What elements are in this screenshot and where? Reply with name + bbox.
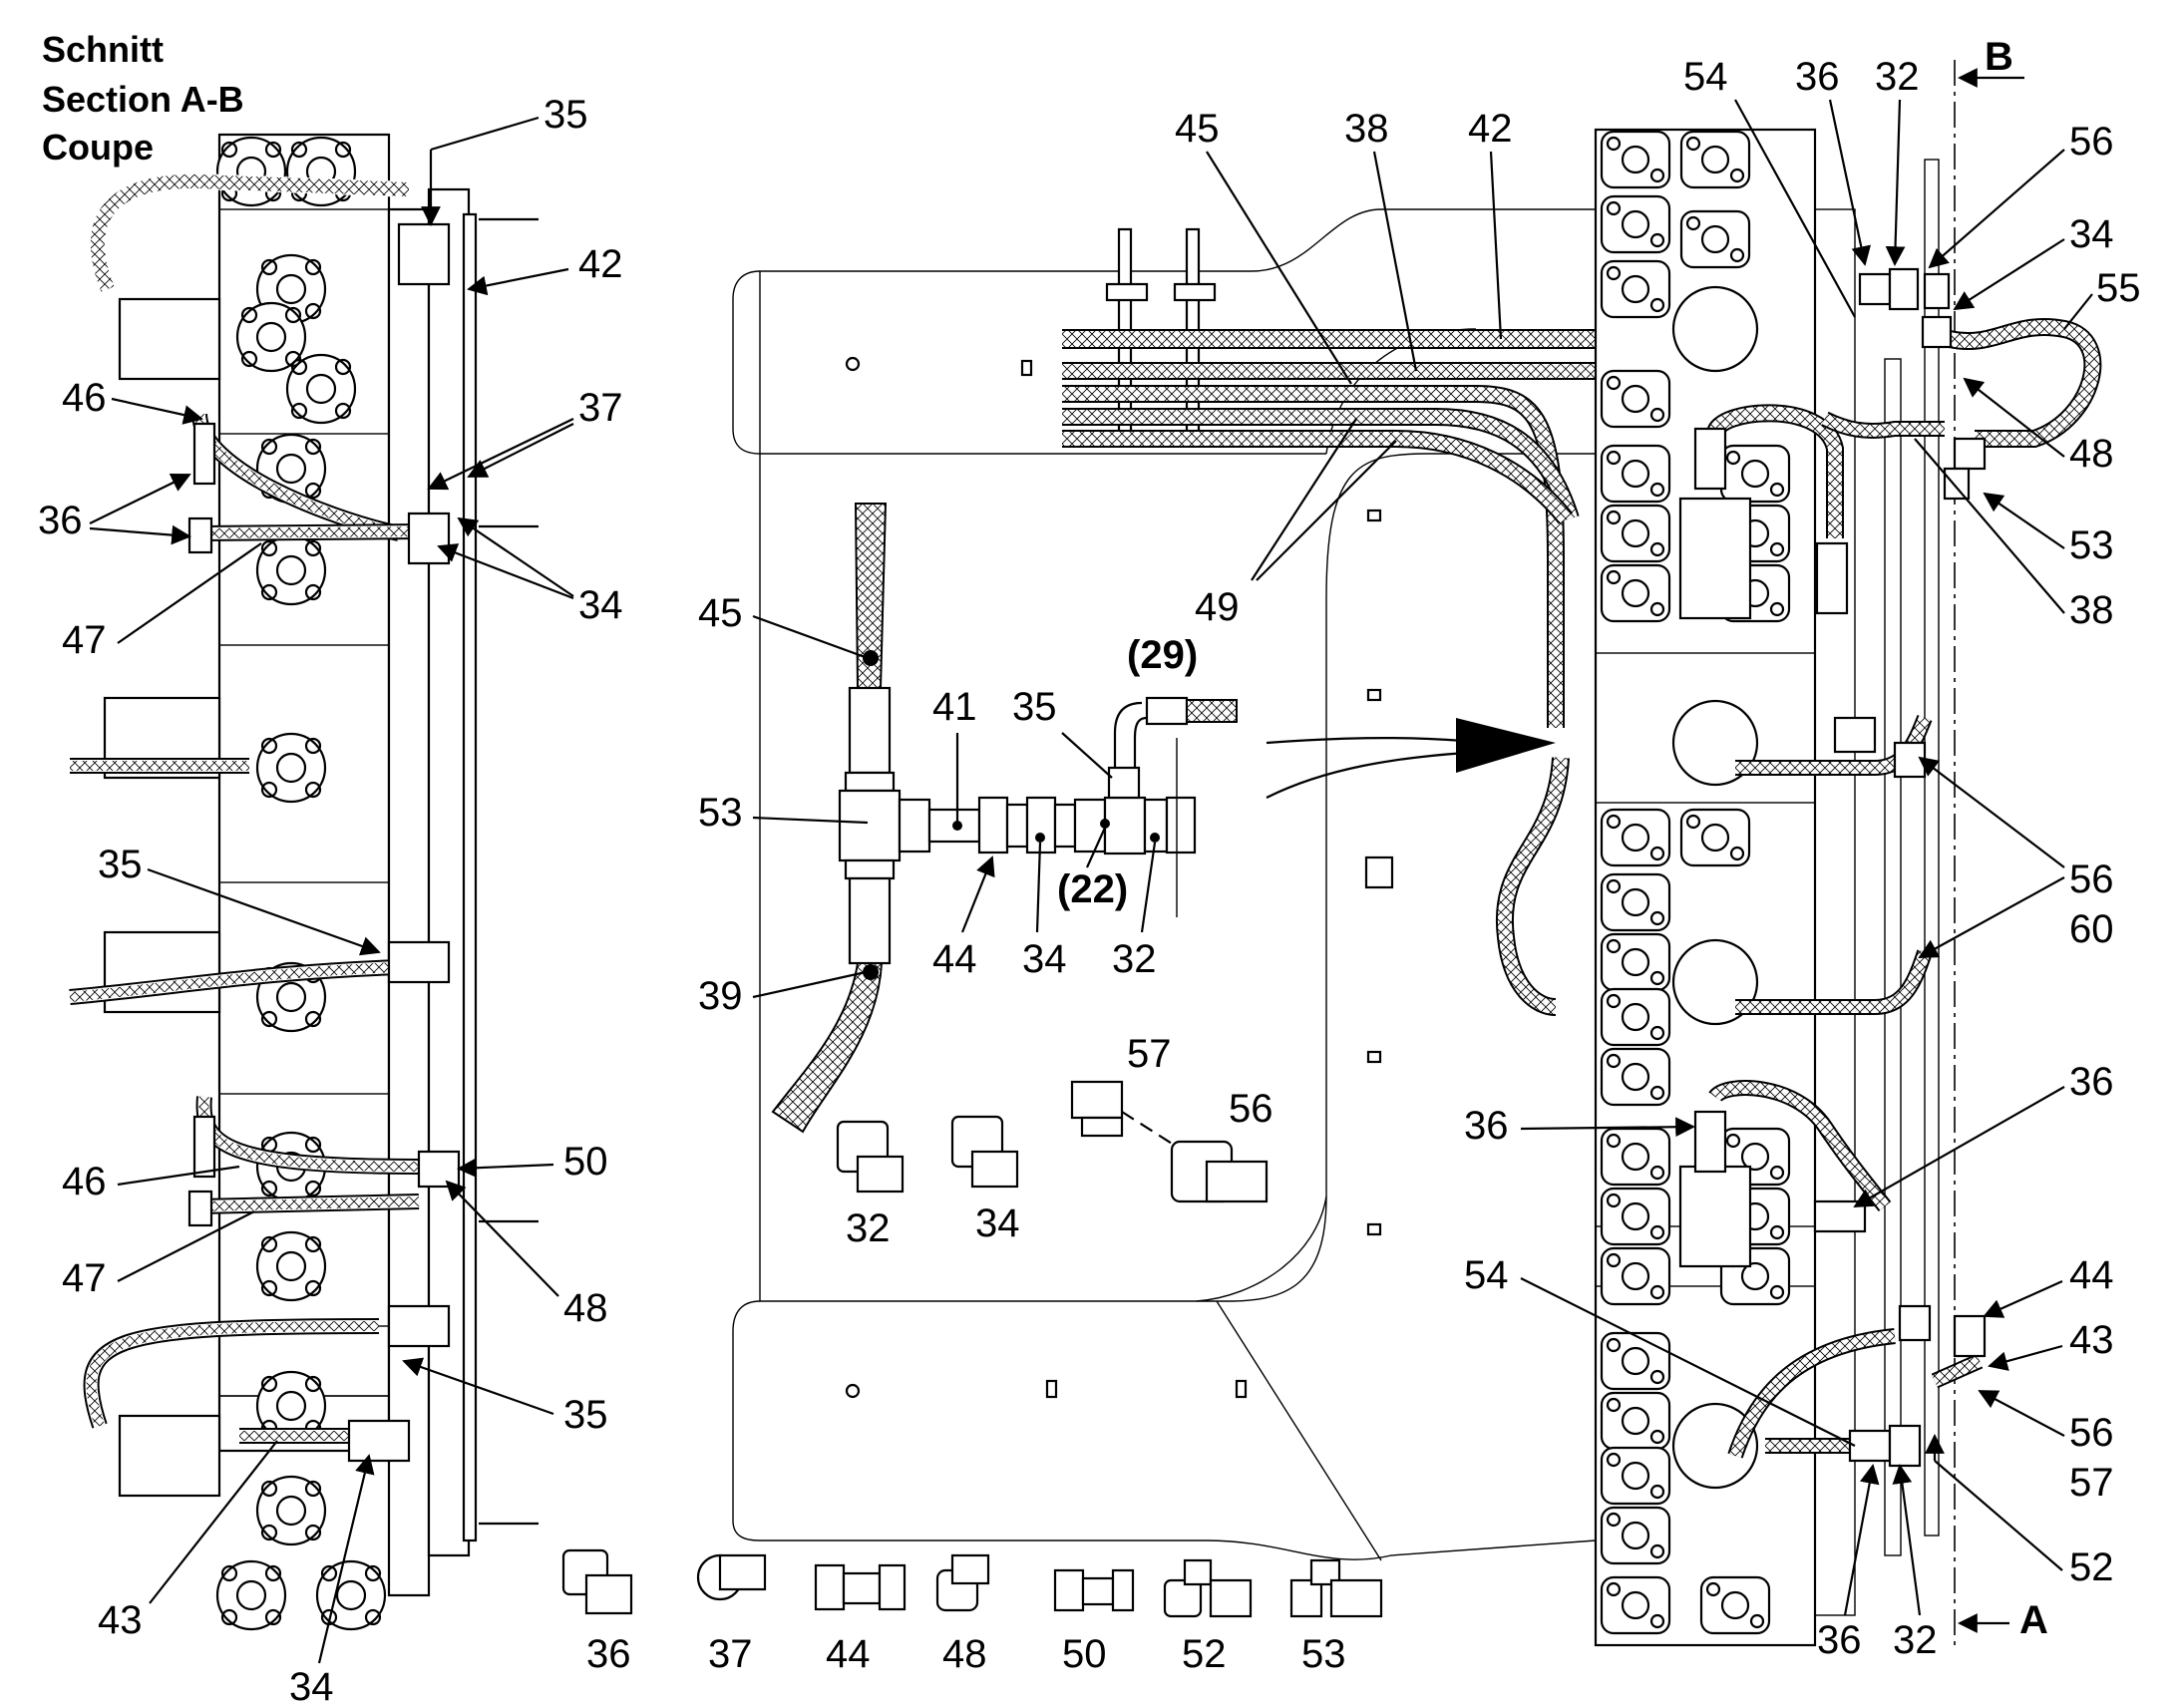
- callout-38-right: 38: [2069, 588, 2114, 632]
- loose-part-34: 34: [975, 1201, 1020, 1245]
- callout-45-detail: 45: [698, 591, 743, 635]
- marker-A: A: [2019, 1598, 2048, 1642]
- callout-53-right: 53: [2069, 523, 2114, 567]
- callout-55: 55: [2096, 266, 2141, 310]
- loose-fittings-row: 36 37 44 48 50 52 53: [561, 1548, 1383, 1676]
- callout-35-detail: 35: [1012, 685, 1057, 729]
- callout-32-bottom: 32: [1893, 1618, 1938, 1662]
- loose-part-48: 48: [942, 1632, 987, 1676]
- detail-callouts: 45 41 35 (29) 53 (22) 44 34 32 39: [698, 591, 1198, 1018]
- loose-part-53: 53: [1301, 1632, 1346, 1676]
- left-callouts: 35 42 46 37 36 34 47 35 46 50 47 48 35 4…: [38, 93, 623, 1708]
- callout-44-detail: 44: [932, 937, 977, 981]
- callout-34-detail: 34: [1022, 937, 1067, 981]
- callout-36-mid: 36: [1464, 1104, 1509, 1148]
- callout-37: 37: [578, 386, 623, 430]
- callout-36-bottom: 36: [1817, 1618, 1862, 1662]
- detail-assembly: [771, 503, 1238, 1134]
- callout-32-top: 32: [1875, 55, 1920, 99]
- callout-45-center: 45: [1175, 107, 1220, 151]
- callout-42-center: 42: [1468, 107, 1513, 151]
- center-callouts: 45 38 42 49: [1175, 107, 1513, 629]
- callout-42: 42: [578, 242, 623, 286]
- loose-part-32: 32: [846, 1206, 891, 1250]
- callout-54-bottom: 54: [1464, 1253, 1509, 1297]
- callout-36-left: 36: [38, 499, 83, 542]
- loose-part-37: 37: [708, 1632, 753, 1676]
- callout-34-top: 34: [578, 583, 623, 627]
- callout-56-mid: 56: [2069, 857, 2114, 901]
- callout-47-top: 47: [62, 618, 107, 662]
- callout-49-center: 49: [1195, 585, 1240, 629]
- loose-part-36: 36: [586, 1632, 631, 1676]
- callout-54-top: 54: [1683, 55, 1728, 99]
- callout-36-right: 36: [2069, 1060, 2114, 1104]
- callout-46-top: 46: [62, 376, 107, 420]
- callout-50: 50: [563, 1140, 608, 1184]
- loose-part-52: 52: [1182, 1632, 1227, 1676]
- callout-39: 39: [698, 974, 743, 1018]
- loose-part-44: 44: [826, 1632, 871, 1676]
- callout-57-right: 57: [2069, 1461, 2114, 1505]
- callout-43: 43: [98, 1598, 143, 1642]
- callout-53-detail: 53: [698, 791, 743, 835]
- callout-48-right: 48: [2069, 432, 2114, 476]
- loose-part-57: 57: [1127, 1032, 1172, 1076]
- callout-32-detail: 32: [1112, 937, 1157, 981]
- title-line-3: Coupe: [42, 127, 154, 168]
- right-callouts: 54 36 32 B 56 34 55 48 53 38 56 60 36 36…: [1464, 35, 2141, 1662]
- callout-56-top: 56: [2069, 120, 2114, 164]
- callout-22: (22): [1057, 867, 1128, 911]
- marker-B: B: [1985, 35, 2013, 79]
- callout-46-bottom: 46: [62, 1160, 107, 1203]
- loose-fittings-mid: 32 34 57 56: [836, 1032, 1273, 1250]
- callout-35-mid: 35: [98, 843, 143, 886]
- callout-41: 41: [932, 685, 977, 729]
- callout-43-right: 43: [2069, 1318, 2114, 1362]
- title-line-1: Schnitt: [42, 29, 164, 70]
- right-valve-view: [1594, 60, 2102, 1650]
- callout-56-bottom: 56: [2069, 1411, 2114, 1455]
- callout-60: 60: [2069, 907, 2114, 951]
- section-title: Schnitt Section A-B Coupe: [42, 29, 244, 168]
- callout-36-top: 36: [1795, 55, 1840, 99]
- callout-34-bottom: 34: [289, 1665, 334, 1708]
- title-line-2: Section A-B: [42, 79, 244, 120]
- callout-29: (29): [1127, 633, 1198, 677]
- callout-47-bottom: 47: [62, 1256, 107, 1300]
- loose-part-56: 56: [1229, 1087, 1273, 1131]
- loose-part-50: 50: [1062, 1632, 1107, 1676]
- callout-35-top: 35: [544, 93, 588, 137]
- callout-48: 48: [563, 1286, 608, 1330]
- callout-52-right: 52: [2069, 1545, 2114, 1589]
- callout-38-center: 38: [1344, 107, 1389, 151]
- callout-34-right: 34: [2069, 212, 2114, 256]
- callout-44-right: 44: [2069, 1253, 2114, 1297]
- callout-35-bottom: 35: [563, 1393, 608, 1437]
